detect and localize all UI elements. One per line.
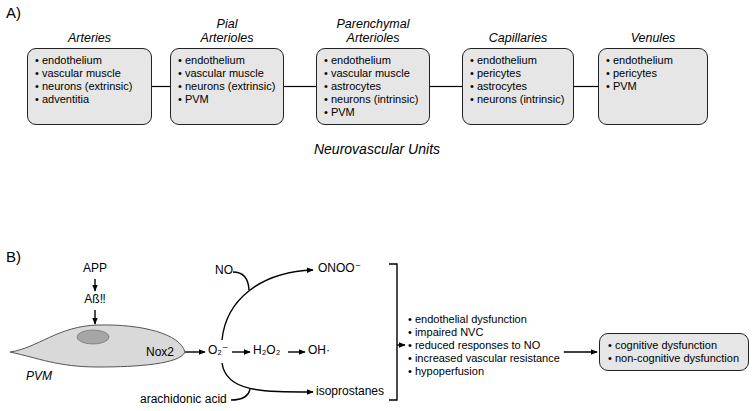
unit-title: Pial Arterioles (192, 17, 262, 45)
cell-nucleus (77, 330, 109, 344)
molecule-label: H₂O₂ (253, 344, 280, 358)
unit-title: Capillaries (458, 31, 578, 45)
no-join (233, 272, 249, 290)
arrow-bracket (397, 344, 405, 345)
arrow-outcome (564, 351, 597, 352)
component-item: • neurons (intrinsic) (324, 93, 418, 106)
component-item: • adventitia (35, 93, 89, 106)
molecule-label: OH· (308, 344, 330, 358)
molecule-label: ONOO⁻ (318, 262, 361, 276)
molecule-label: Aß‼ (84, 293, 105, 307)
arrow-h2o2 (288, 351, 305, 352)
component-item: • endothelium (470, 54, 537, 67)
component-item: • pericytes (470, 67, 521, 80)
component-item: • PVM (324, 106, 355, 119)
unit-connector (284, 86, 316, 87)
artery-box: Arteries• endothelium• vascular muscle• … (27, 48, 152, 125)
outcome-item: • cognitive dysfunction (608, 339, 717, 352)
pial-arteriole-box: Pial Arterioles• endothelium• vascular m… (170, 48, 284, 125)
component-item: • vascular muscle (35, 67, 121, 80)
bracket (389, 264, 397, 400)
component-item: • pericytes (606, 67, 657, 80)
outcome-box: • cognitive dysfunction• non-cognitive d… (599, 333, 749, 371)
unit-connector (574, 86, 598, 87)
capillary-box: Capillaries• endothelium• pericytes• ast… (462, 48, 574, 125)
molecule-label: arachidonic acid (140, 393, 227, 407)
unit-connector (152, 86, 170, 87)
component-item: • neurons (intrinsic) (470, 93, 564, 106)
effect-item: • reduced responses to NO (408, 339, 540, 352)
arrow-abeta (94, 310, 95, 324)
component-item: • PVM (178, 93, 209, 106)
molecule-label: isoprostanes (316, 385, 384, 399)
component-item: • endothelium (606, 54, 673, 67)
component-item: • endothelium (324, 54, 391, 67)
curve-down (222, 363, 313, 392)
arrow-app (94, 279, 95, 291)
component-item: • neurons (extrinsic) (35, 80, 132, 93)
component-item: • astrocytes (470, 80, 527, 93)
unit-title: Arteries (30, 31, 150, 45)
component-item: • astrocytes (324, 80, 381, 93)
unit-title: Venules (593, 31, 713, 45)
aa-join (231, 389, 250, 400)
component-item: • vascular muscle (178, 67, 264, 80)
outcome-item: • non-cognitive dysfunction (608, 352, 739, 365)
molecule-label: APP (83, 262, 107, 276)
unit-title: Parenchymal Arterioles (328, 17, 418, 45)
component-item: • endothelium (178, 54, 245, 67)
component-item: • neurons (extrinsic) (178, 80, 275, 93)
cell-body (10, 325, 185, 367)
enzyme-label: Nox2 (146, 345, 174, 359)
panel-label: B) (6, 248, 21, 265)
pvm-cell: Nox2PVM (8, 322, 186, 368)
effect-item: • hypoperfusion (408, 365, 484, 378)
cell-label: PVM (26, 369, 52, 383)
curve-up (222, 270, 313, 340)
component-item: • PVM (606, 80, 637, 93)
effect-item: • endothelial dysfunction (408, 313, 527, 326)
effect-item: • impaired NVC (408, 326, 483, 339)
arrow-o2 (232, 351, 250, 352)
molecule-label: NO (215, 264, 233, 278)
arrow-nox2 (184, 351, 205, 352)
molecule-label: O₂⁻ (208, 344, 228, 358)
component-item: • endothelium (35, 54, 102, 67)
panel-label: A) (6, 4, 21, 21)
unit-connector (430, 86, 462, 87)
parenchymal-arteriole-box: Parenchymal Arterioles• endothelium• vas… (316, 48, 430, 125)
effect-item: • increased vascular resistance (408, 352, 560, 365)
venule-box: Venules• endothelium• pericytes• PVM (598, 48, 708, 125)
panel-label: Neurovascular Units (314, 141, 440, 157)
component-item: • vascular muscle (324, 67, 410, 80)
